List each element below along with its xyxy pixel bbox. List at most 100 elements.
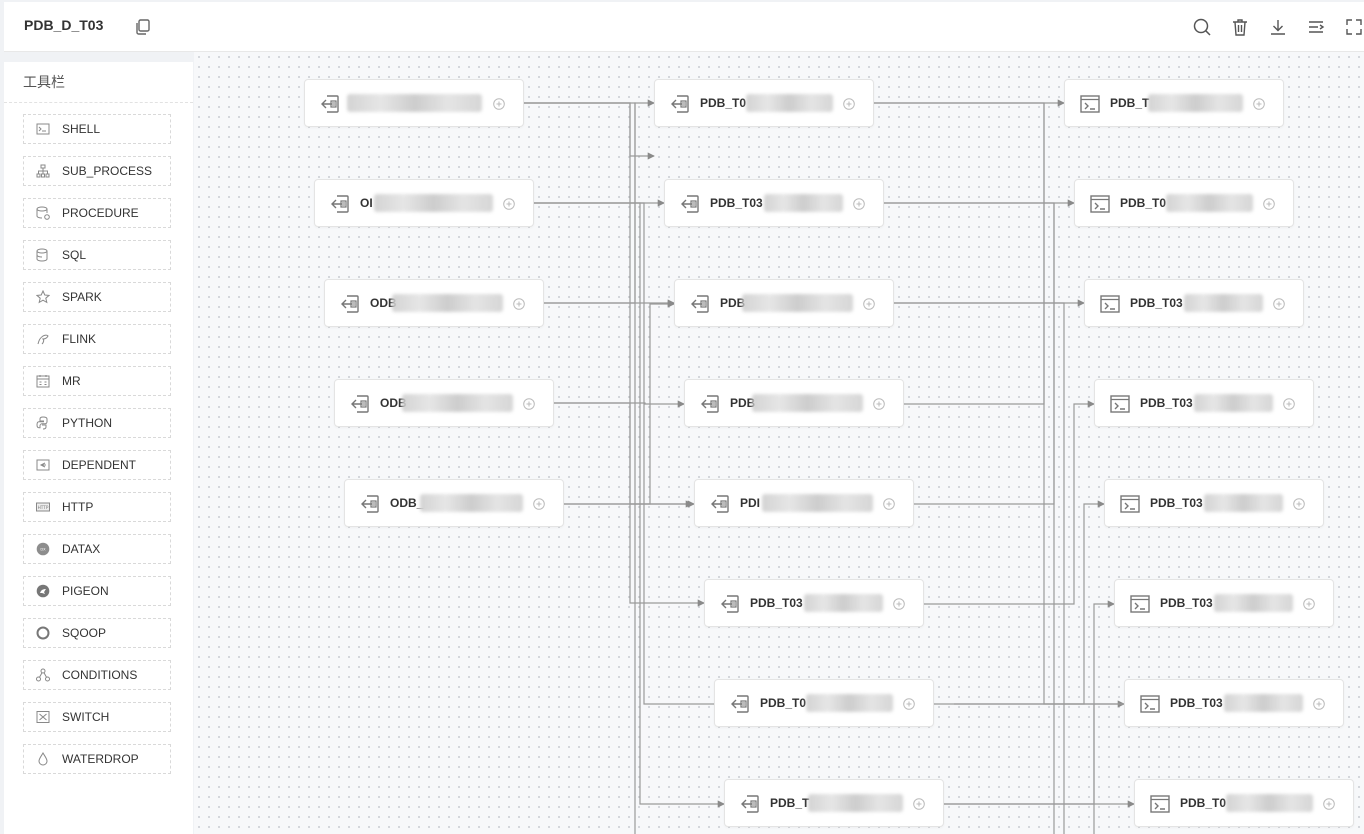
tool-label: FLINK xyxy=(62,332,97,346)
tool-spark[interactable]: SPARK xyxy=(23,282,171,312)
add-node-icon[interactable] xyxy=(1263,197,1275,210)
add-node-icon[interactable] xyxy=(1313,697,1325,710)
tool-python[interactable]: PYTHON xyxy=(23,408,171,438)
add-node-icon[interactable] xyxy=(863,297,875,310)
trash-icon[interactable] xyxy=(1230,17,1250,37)
waterdrop-icon xyxy=(36,752,50,766)
add-node-icon[interactable] xyxy=(903,697,915,710)
col3-task-node[interactable]: PDB_T xyxy=(1064,79,1284,127)
switch-icon xyxy=(36,710,50,724)
task-node-label: OI xyxy=(360,196,373,210)
redacted-name xyxy=(764,194,843,212)
col3-task-node[interactable]: PDB_T03 xyxy=(1114,579,1334,627)
add-node-icon[interactable] xyxy=(523,397,535,410)
tool-waterdrop[interactable]: WATERDROP xyxy=(23,744,171,774)
task-node-label: PDB_T03 xyxy=(1140,396,1193,410)
redacted-name xyxy=(1148,94,1243,112)
add-node-icon[interactable] xyxy=(873,397,885,410)
dependent-task-icon xyxy=(679,193,701,215)
col2-task-node[interactable]: PDB xyxy=(684,379,904,427)
tool-conditions[interactable]: CONDITIONS xyxy=(23,660,171,690)
add-node-icon[interactable] xyxy=(1283,397,1295,410)
task-node-label: PDB_T0 xyxy=(1180,796,1227,810)
add-node-icon[interactable] xyxy=(853,197,865,210)
datax-icon: DX xyxy=(36,542,50,556)
redacted-name xyxy=(1184,294,1263,312)
col2-task-node[interactable]: PDB_T0 xyxy=(714,679,934,727)
col3-task-node[interactable]: PDB_T03 xyxy=(1124,679,1344,727)
task-node-label: PDI xyxy=(740,496,761,510)
dependent-task-icon xyxy=(729,693,751,715)
dependent-task-icon xyxy=(699,393,721,415)
col3-task-node[interactable]: PDB_T03 xyxy=(1094,379,1314,427)
add-node-icon[interactable] xyxy=(503,197,515,210)
redacted-name xyxy=(806,694,893,712)
col1-task-node[interactable]: ODB xyxy=(324,279,544,327)
tool-flink[interactable]: FLINK xyxy=(23,324,171,354)
workflow-header: PDB_D_T03 xyxy=(4,2,1364,52)
col3-task-node[interactable]: PDB_T03 xyxy=(1084,279,1304,327)
add-node-icon[interactable] xyxy=(843,97,855,110)
header-toolbar xyxy=(1192,17,1364,37)
redacted-name xyxy=(1226,794,1313,812)
tool-dependent[interactable]: DEPENDENT xyxy=(23,450,171,480)
shell-task-icon xyxy=(1079,93,1101,115)
add-node-icon[interactable] xyxy=(1303,597,1315,610)
add-node-icon[interactable] xyxy=(533,497,545,510)
col3-task-node[interactable]: PDB_T0 xyxy=(1134,779,1354,827)
add-node-icon[interactable] xyxy=(913,797,925,810)
add-node-icon[interactable] xyxy=(493,97,505,110)
add-node-icon[interactable] xyxy=(1293,497,1305,510)
task-node-label: ODB xyxy=(370,296,397,310)
conditions-icon xyxy=(36,668,50,682)
task-node-label: PDB_T0 xyxy=(1120,196,1167,210)
col1-task-node[interactable]: OI xyxy=(314,179,534,227)
tool-sub-process[interactable]: SUB_PROCESS xyxy=(23,156,171,186)
col2-task-node[interactable]: PDB_T03 xyxy=(704,579,924,627)
col1-task-node[interactable]: ODB xyxy=(334,379,554,427)
col1-task-node[interactable] xyxy=(304,79,524,127)
procedure-icon xyxy=(36,206,50,220)
dependent-task-icon xyxy=(689,293,711,315)
col1-task-node[interactable]: ODB_ xyxy=(344,479,564,527)
dependent-icon xyxy=(36,458,50,472)
task-node-label: PDB_T03 xyxy=(1130,296,1183,310)
add-node-icon[interactable] xyxy=(1323,797,1335,810)
tool-pigeon[interactable]: PIGEON xyxy=(23,576,171,606)
add-node-icon[interactable] xyxy=(1253,97,1265,110)
tool-sql[interactable]: SQL xyxy=(23,240,171,270)
dependent-task-icon xyxy=(709,493,731,515)
col3-task-node[interactable]: PDB_T0 xyxy=(1074,179,1294,227)
col2-task-node[interactable]: PDB_T0 xyxy=(654,79,874,127)
add-node-icon[interactable] xyxy=(883,497,895,510)
download-icon[interactable] xyxy=(1268,17,1288,37)
shell-task-icon xyxy=(1089,193,1111,215)
copy-icon[interactable] xyxy=(134,18,152,36)
task-node-label: PDB_T xyxy=(1110,96,1150,110)
add-node-icon[interactable] xyxy=(893,597,905,610)
sub-process-icon xyxy=(36,164,50,178)
tool-label: CONDITIONS xyxy=(62,668,138,682)
col2-task-node[interactable]: PDB xyxy=(674,279,894,327)
col3-task-node[interactable]: PDB_T03 xyxy=(1104,479,1324,527)
tool-mr[interactable]: MR xyxy=(23,366,171,396)
col2-task-node[interactable]: PDB_T xyxy=(724,779,944,827)
fullscreen-icon[interactable] xyxy=(1344,17,1364,37)
col2-task-node[interactable]: PDB_T03 xyxy=(664,179,884,227)
toolbox-title: 工具栏 xyxy=(4,62,193,103)
col2-task-node[interactable]: PDI xyxy=(694,479,914,527)
tool-switch[interactable]: SWITCH xyxy=(23,702,171,732)
tool-shell[interactable]: SHELL xyxy=(23,114,171,144)
task-node-label: PDB_T0 xyxy=(760,696,807,710)
tool-sqoop[interactable]: SQOOP xyxy=(23,618,171,648)
search-icon[interactable] xyxy=(1192,17,1212,37)
tool-label: SQOOP xyxy=(62,626,107,640)
add-node-icon[interactable] xyxy=(1273,297,1285,310)
tool-label: PIGEON xyxy=(62,584,109,598)
tool-procedure[interactable]: PROCEDURE xyxy=(23,198,171,228)
add-node-icon[interactable] xyxy=(513,297,525,310)
format-icon[interactable] xyxy=(1306,17,1326,37)
